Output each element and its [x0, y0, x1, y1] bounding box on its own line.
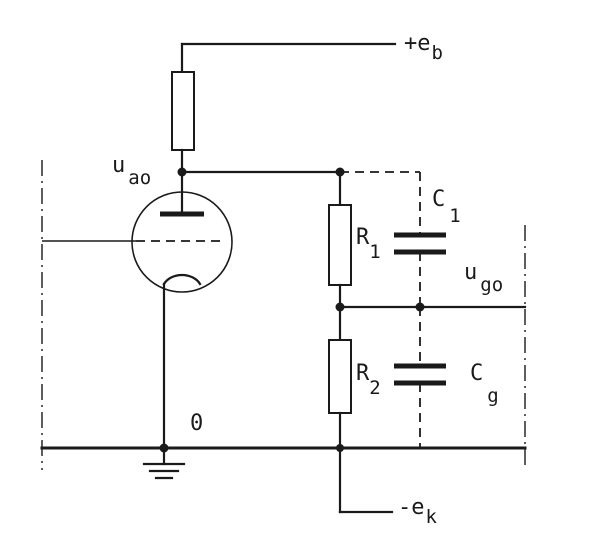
divider-ground-dot: [336, 444, 344, 452]
voltage-divider: [328, 170, 394, 514]
anode-load-resistor: [171, 71, 195, 151]
supply-wire: [180, 42, 397, 74]
triode-tube: [42, 170, 233, 450]
label-cg: Cg: [470, 361, 499, 407]
label-r2: R2: [356, 361, 381, 399]
label-r1: R1: [356, 225, 381, 263]
label-c1: C1: [432, 187, 461, 227]
label-ground-node: 0: [190, 411, 203, 436]
tube-cathode: [162, 273, 202, 286]
ground-symbol: [142, 446, 186, 480]
boundary-lines: [41, 160, 526, 470]
label-supply-pos: +eb: [404, 31, 443, 64]
capacitor-branch: [394, 172, 446, 448]
label-supply-neg: -ek: [398, 495, 438, 528]
resistor-r1: [328, 204, 352, 286]
resistor-r2: [328, 339, 352, 414]
